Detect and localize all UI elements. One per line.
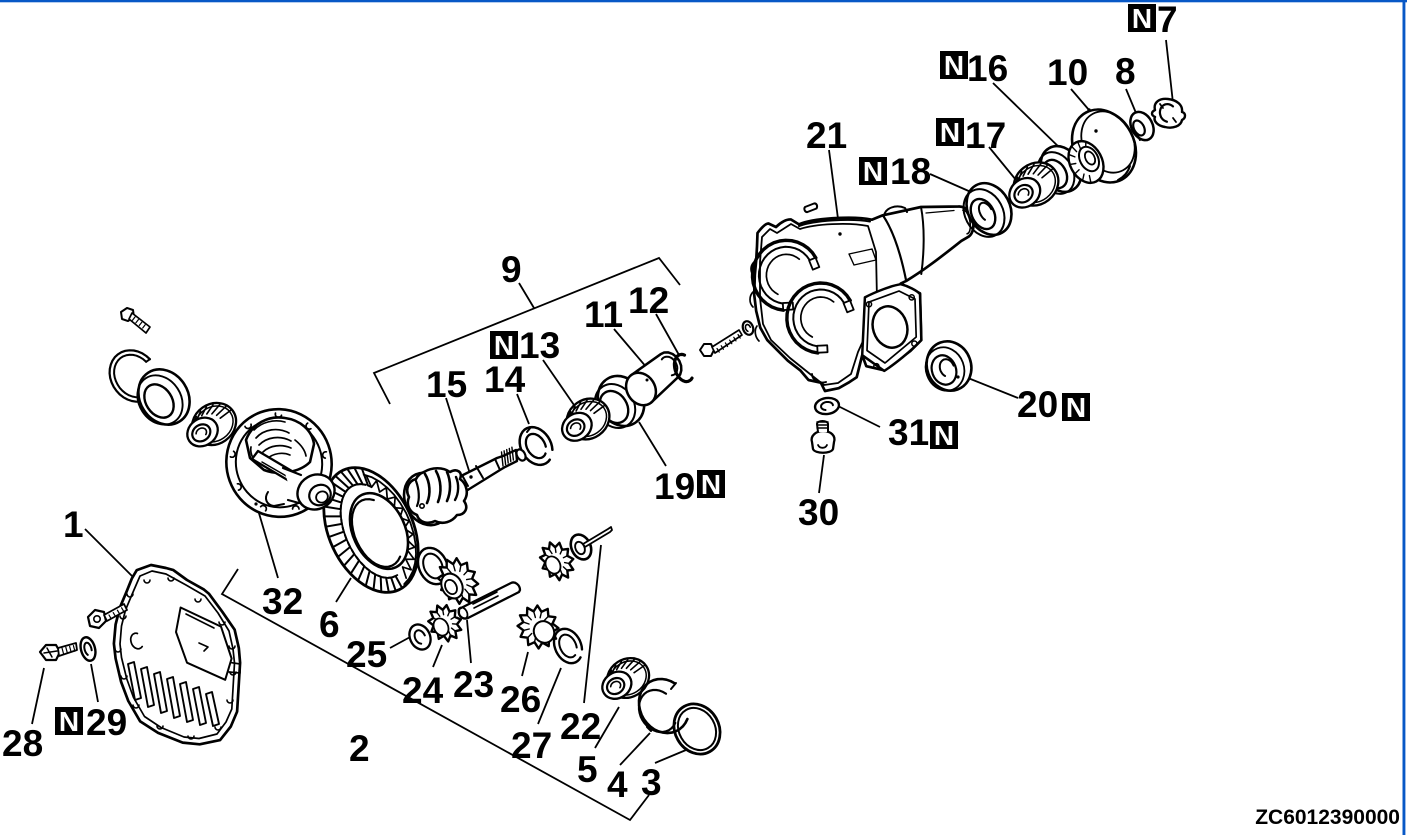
- svg-text:17: 17: [965, 115, 1006, 156]
- svg-text:21: 21: [806, 115, 847, 156]
- svg-text:22: 22: [560, 706, 601, 747]
- svg-text:19: 19: [654, 466, 695, 507]
- svg-text:25: 25: [346, 634, 387, 675]
- svg-text:15: 15: [426, 364, 467, 405]
- svg-text:12: 12: [628, 280, 669, 321]
- svg-text:5: 5: [577, 749, 598, 790]
- svg-text:6: 6: [319, 604, 340, 645]
- svg-text:20: 20: [1017, 384, 1058, 425]
- svg-text:18: 18: [890, 151, 931, 192]
- svg-text:28: 28: [2, 723, 43, 764]
- svg-text:31: 31: [888, 412, 929, 453]
- svg-text:29: 29: [86, 702, 127, 743]
- svg-text:14: 14: [484, 359, 526, 400]
- svg-text:9: 9: [501, 249, 522, 290]
- svg-text:ZC6012390000: ZC6012390000: [1255, 806, 1400, 829]
- svg-text:24: 24: [402, 670, 444, 711]
- svg-text:4: 4: [607, 764, 628, 805]
- svg-text:11: 11: [584, 294, 623, 335]
- svg-text:10: 10: [1047, 52, 1088, 93]
- svg-text:26: 26: [500, 679, 541, 720]
- svg-text:1: 1: [63, 504, 84, 545]
- svg-text:3: 3: [641, 762, 662, 803]
- svg-text:13: 13: [519, 325, 560, 366]
- svg-text:23: 23: [453, 664, 494, 705]
- svg-text:2: 2: [349, 728, 370, 769]
- svg-text:7: 7: [1157, 0, 1178, 40]
- svg-text:N: N: [59, 706, 79, 737]
- svg-text:27: 27: [511, 725, 552, 766]
- svg-text:8: 8: [1115, 51, 1136, 92]
- svg-text:16: 16: [967, 48, 1008, 89]
- svg-text:30: 30: [798, 492, 839, 533]
- svg-text:32: 32: [262, 581, 303, 622]
